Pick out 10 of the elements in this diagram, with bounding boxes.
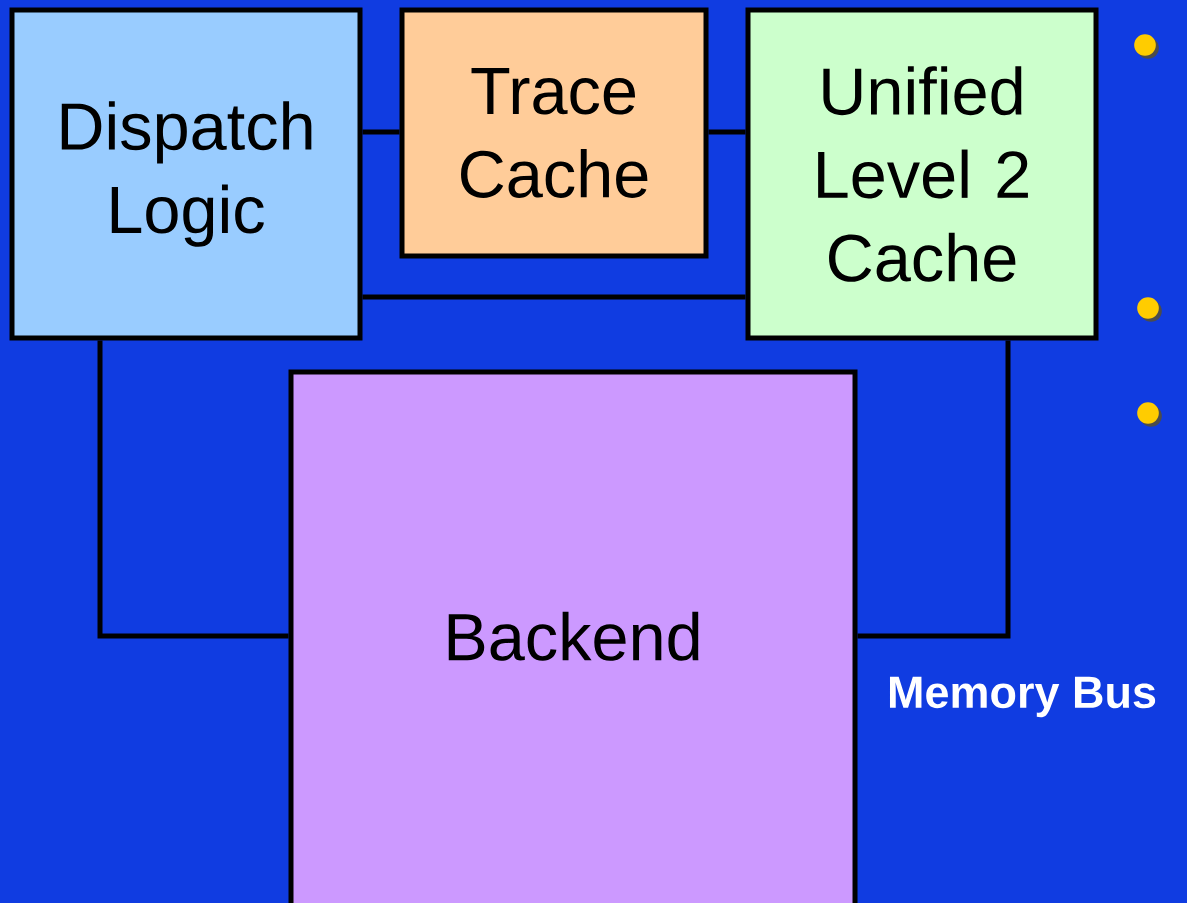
connector-line [857,340,1011,639]
connector-line [362,294,746,300]
block-box: Backend [288,369,858,903]
connector-line [708,129,746,135]
block-box: Dispatch Logic [9,7,363,341]
connector-line [97,340,289,639]
block-box: Trace Cache [399,7,709,259]
connector-line [362,129,400,135]
bus-label: Memory Bus [890,676,1156,718]
block-box: Unified Level 2 Cache [745,7,1099,341]
